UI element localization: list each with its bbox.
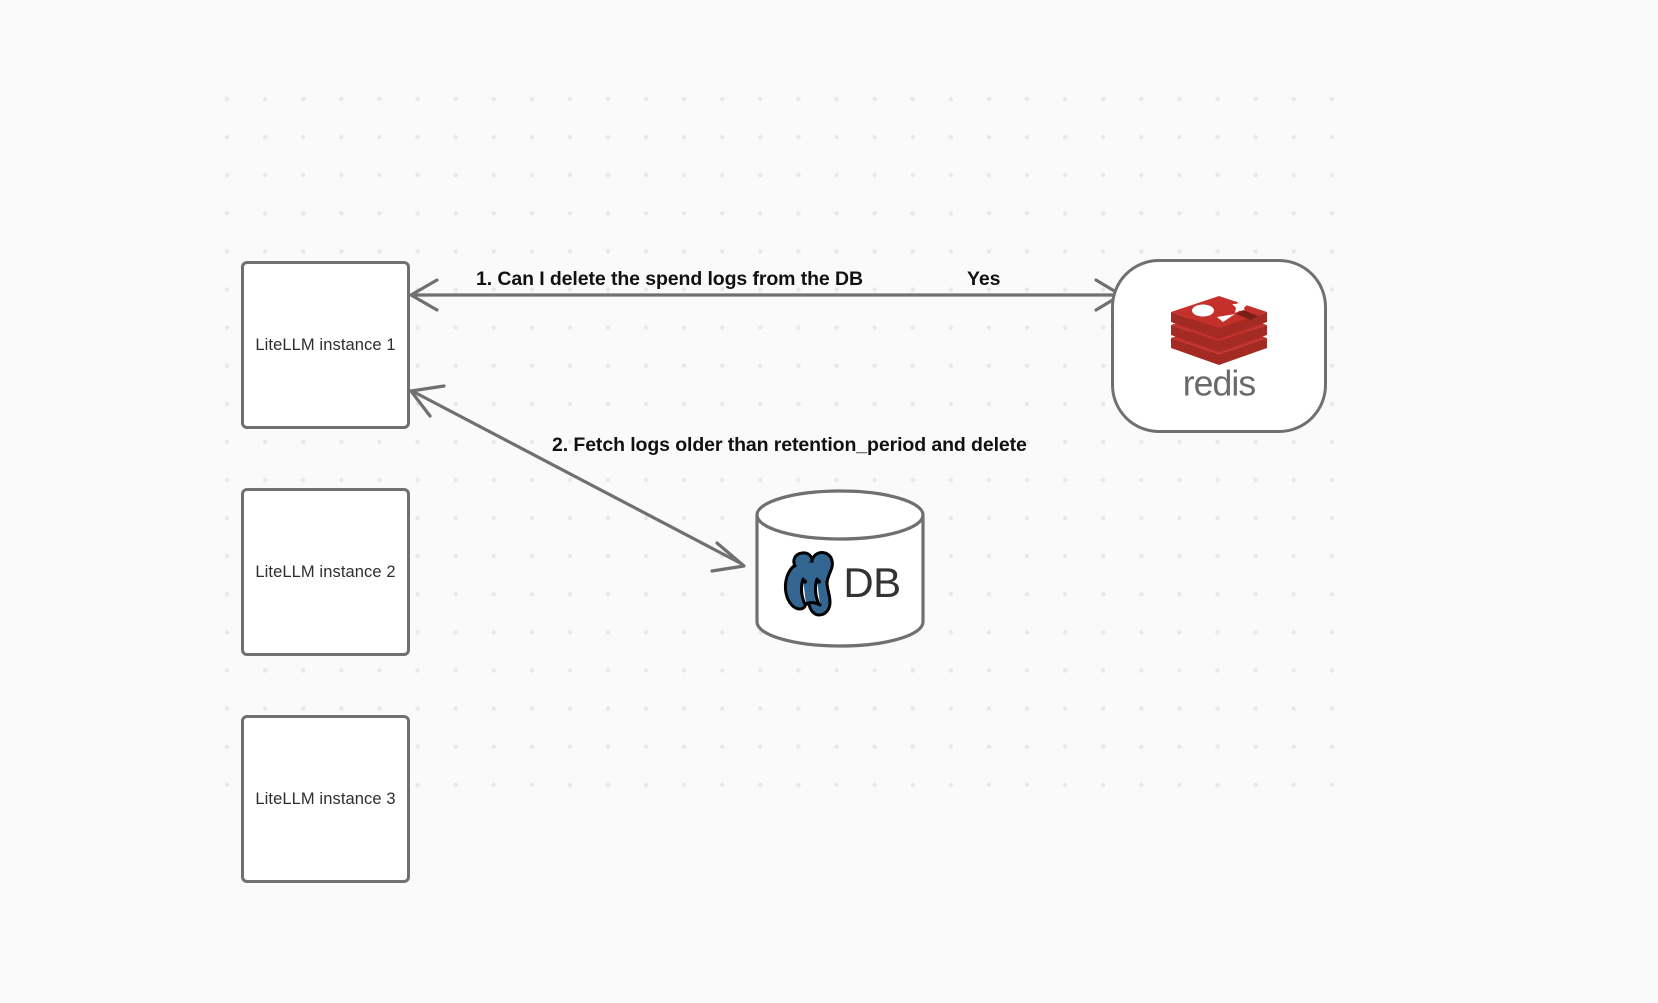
node-litellm-instance-1[interactable]: LiteLLM instance 1 xyxy=(241,261,410,429)
database-label: DB xyxy=(843,559,901,606)
node-redis[interactable]: redis xyxy=(1111,259,1327,433)
node-litellm-instance-2[interactable]: LiteLLM instance 2 xyxy=(241,488,410,656)
node-postgres-db[interactable]: DB xyxy=(754,489,926,648)
redis-logo-icon xyxy=(1165,288,1273,365)
edge-label-yes: Yes xyxy=(967,268,1001,290)
svg-text:redis: redis xyxy=(1183,366,1256,403)
node-label-instance-1: LiteLLM instance 1 xyxy=(255,335,396,354)
redis-wordmark: redis xyxy=(1158,363,1280,408)
database-cylinder-shape xyxy=(755,489,925,648)
postgresql-elephant-icon xyxy=(779,547,845,619)
edge-instance1-db xyxy=(409,384,746,573)
edge-label-step-2: 2. Fetch logs older than retention_perio… xyxy=(552,434,1027,456)
database-content: DB xyxy=(754,533,926,633)
node-litellm-instance-3[interactable]: LiteLLM instance 3 xyxy=(241,715,410,883)
node-label-instance-3: LiteLLM instance 3 xyxy=(255,789,396,808)
edge-label-step-1: 1. Can I delete the spend logs from the … xyxy=(476,268,863,290)
node-label-instance-2: LiteLLM instance 2 xyxy=(255,562,396,581)
